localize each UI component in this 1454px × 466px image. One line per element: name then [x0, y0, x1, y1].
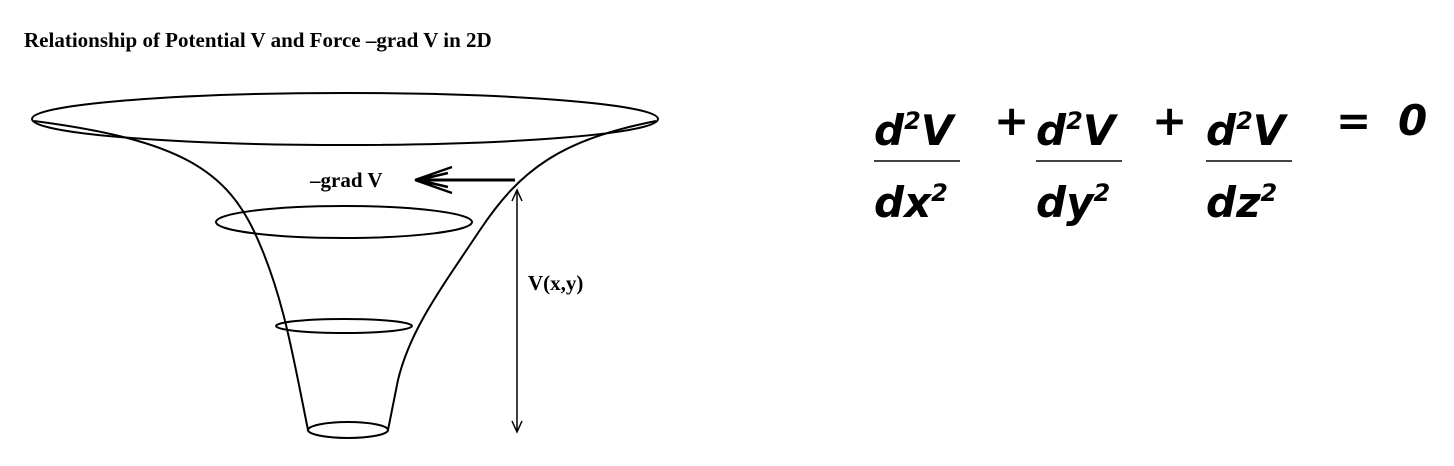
- term1-num-d: d: [874, 106, 905, 155]
- term3-denominator: dz2: [1206, 168, 1292, 228]
- term2-num-exp: 2: [1066, 107, 1083, 135]
- term2-fraction-bar: [1036, 160, 1122, 162]
- equation-rhs-zero: 0: [1398, 96, 1428, 145]
- term-d2v-dz2: d2V dz2: [1206, 96, 1292, 228]
- equals-sign: =: [1336, 96, 1372, 145]
- funnel-bottom-ring: [307, 421, 389, 439]
- funnel-top-rim: [31, 92, 659, 146]
- funnel-right-wall: [387, 120, 657, 431]
- diagram-title: Relationship of Potential V and Force –g…: [24, 28, 492, 52]
- laplace-equation: d2V dx2 + d2V dy2 + d2V dz2 = 0: [860, 96, 1440, 246]
- term3-numerator: d2V: [1206, 96, 1292, 156]
- term3-num-var: V: [1252, 106, 1286, 155]
- equipotential-ring-lower: [275, 318, 413, 334]
- term-d2v-dx2: d2V dx2: [874, 96, 960, 228]
- term1-den-base: dx: [874, 178, 932, 227]
- plus-operator-2: +: [1152, 96, 1188, 145]
- term1-fraction-bar: [874, 160, 960, 162]
- plus-operator-1: +: [994, 96, 1030, 145]
- term2-denominator: dy2: [1036, 168, 1122, 228]
- height-label: V(x,y): [528, 271, 583, 295]
- grad-arrow-head: [414, 165, 453, 195]
- potential-funnel-diagram: –grad V V(x,y): [31, 92, 659, 439]
- term2-den-exp: 2: [1093, 179, 1111, 207]
- funnel-left-wall: [33, 120, 309, 431]
- term3-den-exp: 2: [1260, 179, 1278, 207]
- term1-num-var: V: [920, 106, 954, 155]
- term2-num-d: d: [1036, 106, 1067, 155]
- term1-numerator: d2V: [874, 96, 960, 156]
- term2-numerator: d2V: [1036, 96, 1122, 156]
- term3-fraction-bar: [1206, 160, 1292, 162]
- term1-denominator: dx2: [874, 168, 960, 228]
- term-d2v-dy2: d2V dy2: [1036, 96, 1122, 228]
- height-arrow-top-head: [511, 188, 523, 202]
- term3-num-exp: 2: [1236, 107, 1253, 135]
- term3-den-base: dz: [1206, 178, 1261, 227]
- term2-den-base: dy: [1036, 178, 1094, 227]
- term3-num-d: d: [1206, 106, 1237, 155]
- term1-den-exp: 2: [931, 179, 948, 207]
- height-arrow-bottom-head: [511, 420, 523, 434]
- term2-num-var: V: [1082, 106, 1116, 155]
- equipotential-ring-upper: [215, 205, 473, 239]
- term1-num-exp: 2: [904, 107, 921, 135]
- grad-arrow-label: –grad V: [309, 168, 383, 192]
